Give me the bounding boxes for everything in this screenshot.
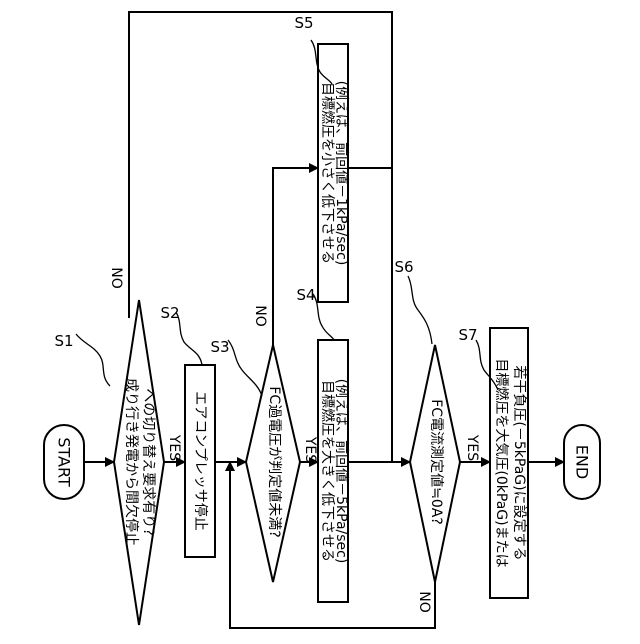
s2-text: エアコンプレッサ停止: [192, 391, 209, 531]
s7-step-label: S7: [458, 326, 477, 344]
s3-step-label: S3: [210, 338, 229, 356]
s5-text-line2: (例えば、前回値－1kPa/sec): [333, 81, 350, 266]
s6-step-label: S6: [394, 258, 413, 276]
s1-text-line2: への切り替え要求有り?: [140, 388, 156, 535]
s2-step-label: S2: [160, 304, 179, 322]
s5-step-label: S5: [294, 14, 313, 32]
arrow-s1-no-loop: [129, 12, 392, 462]
start-label: START: [55, 437, 74, 487]
s1-leader: [76, 334, 110, 386]
s7-text-line1: 目標燃圧を大気圧(0kPaG)または: [493, 358, 510, 567]
s1-no-label: NO: [108, 267, 124, 289]
s3-yes-label: YES: [302, 436, 318, 463]
s1-step-label: S1: [54, 332, 73, 350]
s3-no-label: NO: [252, 305, 268, 327]
s3-leader: [228, 340, 262, 396]
s4-text-line2: (例えば、前回値－5kPa/sec): [333, 379, 350, 564]
s6-no-label: NO: [416, 591, 432, 613]
s1-text-line1: 成り行き発電から間欠停止: [123, 378, 140, 546]
s6-yes-label: YES: [464, 434, 480, 461]
end-label: END: [573, 445, 592, 479]
s4-step-label: S4: [296, 286, 315, 304]
s6-leader: [408, 276, 432, 344]
s7-text-line2: 若干負圧(－5kPaG)に設定する: [511, 365, 527, 560]
arrow-s3-no-to-s5: [273, 168, 318, 345]
s2-leader: [176, 312, 202, 365]
s1-yes-label: YES: [166, 434, 182, 461]
s3-text: FC過電圧が判定値未満?: [266, 386, 282, 537]
s6-text: FC電流測定値≒0A?: [428, 399, 444, 525]
